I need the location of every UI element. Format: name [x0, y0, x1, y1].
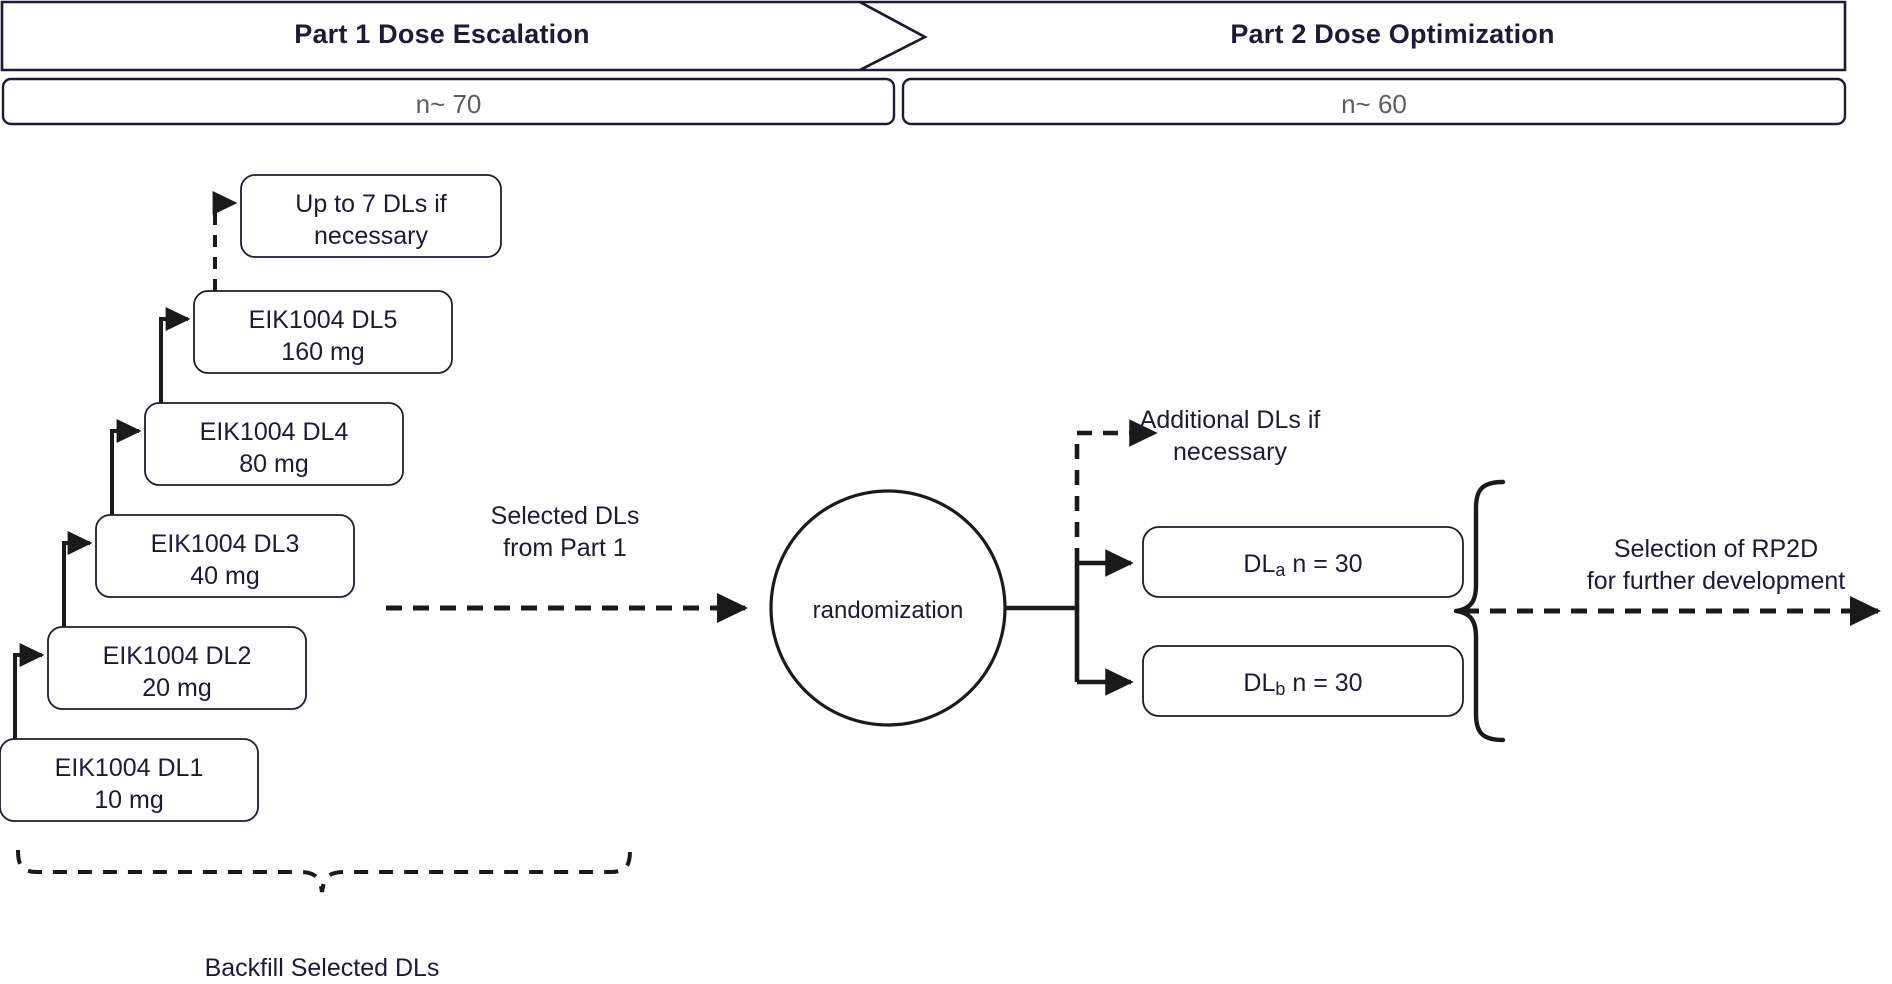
- rp2d-label-line1: Selection of RP2D: [1613, 535, 1819, 563]
- escalation-arrow-dl5-extra: [212, 190, 238, 291]
- escalation-arrow-dl3-dl4: [110, 418, 142, 515]
- additional-dls-label-line2: necessary: [1173, 438, 1287, 466]
- backfill-label: Backfill Selected DLs: [204, 954, 440, 982]
- dose-box-shape-dl2: [47, 626, 307, 710]
- dose-box-name-dl1: EIK1004 DL1: [54, 754, 204, 782]
- part2-banner-title: Part 2 Dose Optimization: [1230, 19, 1555, 49]
- dose-box-name-dl4: EIK1004 DL4: [199, 418, 349, 446]
- dose-box-shape-dl3: [95, 514, 355, 598]
- arm-label-dlb-prefix: DL: [1243, 669, 1276, 697]
- dose-box-shape-dl5: [193, 290, 453, 374]
- backfill-brace: [16, 849, 632, 893]
- additional-dls-arrow: [1074, 419, 1158, 563]
- extra-dls-box-line1: Up to 7 DLs if: [295, 190, 447, 218]
- arm-label-dlb-suffix: n = 30: [1285, 669, 1363, 697]
- part1-sample-size: n~ 70: [415, 89, 482, 119]
- randomization-label: randomization: [812, 597, 964, 624]
- arm-label-dla-suffix: n = 30: [1285, 550, 1363, 578]
- arm-label-dla-subscript: a: [1275, 559, 1286, 580]
- dose-box-dose-dl2: 20 mg: [142, 674, 212, 702]
- part2-n-bar-shape: [901, 77, 1847, 126]
- dose-box-dose-dl3: 40 mg: [190, 562, 260, 590]
- rp2d-label-line2: for further development: [1586, 567, 1846, 595]
- selected-dls-label-line2: from Part 1: [503, 534, 627, 562]
- selected-dls-label-line1: Selected DLs: [490, 502, 640, 530]
- arm-label-dla-prefix: DL: [1243, 550, 1276, 578]
- arm-box-shape-dlb: [1142, 645, 1464, 717]
- dose-box-shape-dl1: [0, 738, 259, 822]
- dose-box-dose-dl5: 160 mg: [281, 338, 365, 366]
- extra-dls-box-shape: [240, 174, 502, 258]
- escalation-arrow-dl2-dl3: [62, 530, 93, 627]
- dose-box-shape-dl4: [144, 402, 404, 486]
- dose-box-name-dl2: EIK1004 DL2: [102, 642, 252, 670]
- part1-banner-title: Part 1 Dose Escalation: [294, 19, 590, 49]
- arms-grouping-brace: [1453, 479, 1506, 743]
- part2-banner-shape: [859, 0, 1847, 72]
- arm-box-shape-dla: [1142, 526, 1464, 598]
- arm-label-dlb: DLb n = 30: [1143, 667, 1463, 701]
- arm-label-dla: DLa n = 30: [1143, 548, 1463, 582]
- part2-sample-size: n~ 60: [1341, 89, 1407, 119]
- escalation-arrow-dl4-dl5: [159, 306, 191, 403]
- extra-dls-box-line2: necessary: [314, 222, 428, 250]
- escalation-arrow-dl1-dl2: [13, 642, 45, 739]
- part1-n-bar-shape: [1, 77, 896, 126]
- arm-label-dlb-subscript: b: [1275, 678, 1286, 699]
- dose-box-dose-dl1: 10 mg: [94, 786, 164, 814]
- dose-box-name-dl3: EIK1004 DL3: [150, 530, 300, 558]
- additional-dls-label-line1: Additional DLs if: [1139, 406, 1321, 434]
- dose-box-name-dl5: EIK1004 DL5: [248, 306, 398, 334]
- dose-box-dose-dl4: 80 mg: [239, 450, 309, 478]
